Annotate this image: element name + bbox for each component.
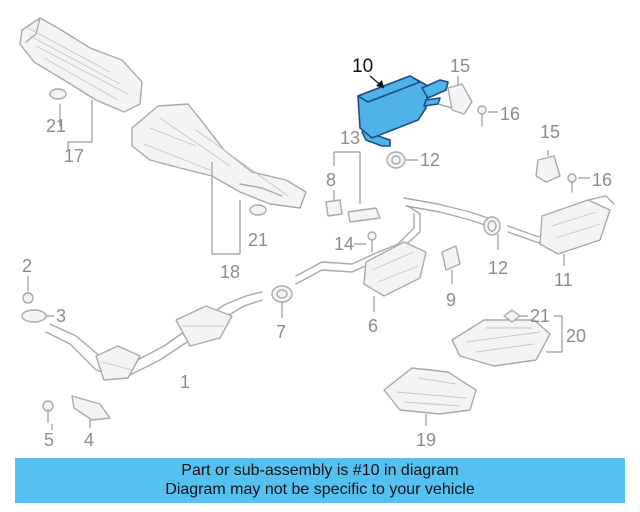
callout-13: 13 bbox=[340, 128, 360, 148]
callout-5: 5 bbox=[44, 430, 54, 450]
callout-9: 9 bbox=[446, 290, 456, 310]
info-banner: Part or sub-assembly is #10 in diagram D… bbox=[15, 458, 625, 503]
part-14-bolt bbox=[367, 231, 377, 253]
callout-18: 18 bbox=[220, 262, 240, 282]
callout-6: 6 bbox=[368, 316, 378, 336]
callout-19: 19 bbox=[416, 430, 436, 450]
part-18-heat-shield bbox=[131, 103, 307, 209]
part-15-hanger-a bbox=[447, 83, 473, 115]
callout-12-b: 12 bbox=[488, 258, 508, 278]
part-5-bolt bbox=[42, 400, 54, 423]
callout-1: 1 bbox=[180, 372, 190, 392]
part-8-hanger bbox=[325, 199, 343, 217]
banner-line-1: Part or sub-assembly is #10 in diagram bbox=[181, 462, 459, 479]
callout-3: 3 bbox=[56, 306, 66, 326]
callout-15-a: 15 bbox=[450, 56, 470, 76]
part-11-muffler bbox=[507, 195, 615, 255]
part-16-bolt-a bbox=[477, 105, 487, 127]
part-1-front-pipe bbox=[45, 291, 263, 381]
callout-14: 14 bbox=[334, 234, 354, 254]
part-15-hanger-b bbox=[535, 155, 561, 183]
part-9-hanger bbox=[441, 245, 461, 271]
callout-21-b: 21 bbox=[248, 230, 268, 250]
part-2-nut bbox=[22, 292, 34, 304]
part-21-clip-a bbox=[49, 88, 67, 100]
part-19-heat-shield bbox=[383, 367, 477, 415]
part-7-gasket bbox=[271, 285, 293, 303]
part-13-bracket bbox=[347, 207, 381, 223]
callout-21-a: 21 bbox=[46, 116, 66, 136]
callout-16-a: 16 bbox=[500, 104, 520, 124]
callout-7: 7 bbox=[276, 322, 286, 342]
part-21-clip-b bbox=[249, 204, 267, 216]
part-12-gasket-b bbox=[483, 216, 501, 236]
part-16-bolt-b bbox=[567, 173, 577, 193]
callout-8: 8 bbox=[326, 170, 336, 190]
callout-21-c: 21 bbox=[530, 306, 550, 326]
callout-11: 11 bbox=[554, 270, 573, 290]
part-4-bracket bbox=[71, 395, 111, 421]
part-3-gasket bbox=[21, 309, 47, 323]
callout-16-b: 16 bbox=[592, 170, 612, 190]
callout-10: 10 bbox=[352, 56, 373, 77]
part-12-gasket-a bbox=[386, 151, 406, 169]
callout-4: 4 bbox=[84, 430, 94, 450]
part-20-heat-shield bbox=[451, 319, 551, 367]
part-17-heat-shield bbox=[19, 17, 143, 113]
banner-line-2: Diagram may not be specific to your vehi… bbox=[165, 481, 475, 498]
callout-2: 2 bbox=[22, 256, 32, 276]
callout-15-b: 15 bbox=[540, 122, 560, 142]
callout-12-a: 12 bbox=[420, 150, 440, 170]
part-6-center-pipe bbox=[295, 197, 489, 297]
callout-20: 20 bbox=[566, 326, 586, 346]
part-10-rear-muffler bbox=[357, 75, 453, 147]
callout-17: 17 bbox=[64, 146, 84, 166]
